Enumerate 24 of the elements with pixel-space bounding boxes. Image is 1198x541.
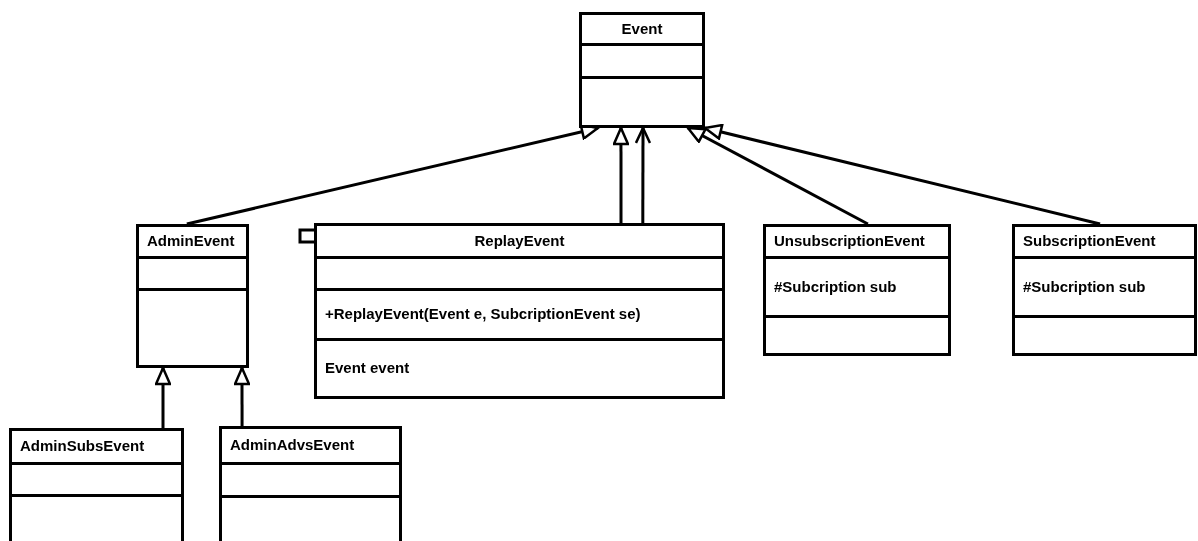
inheritance-arrow [154, 366, 172, 428]
class-box [579, 12, 705, 128]
class-box [136, 224, 249, 368]
class-box [314, 223, 725, 399]
inheritance-arrow [686, 126, 869, 226]
class-name: UnsubscriptionEvent [774, 231, 925, 252]
inheritance-arrow [233, 366, 251, 426]
inheritance-arrow [612, 126, 630, 223]
class-name: AdminAdvsEvent [230, 435, 355, 456]
class-box [9, 428, 184, 541]
class-box [219, 426, 402, 541]
class-member: #Subcription sub [1023, 276, 1146, 297]
class-member: Event event [325, 358, 410, 379]
class-name: SubscriptionEvent [1023, 231, 1156, 252]
class-name: AdminSubsEvent [20, 436, 145, 457]
class-name: ReplayEvent [474, 230, 565, 251]
class-box [1012, 224, 1197, 356]
class-name: Event [621, 18, 663, 39]
class-member: +ReplayEvent(Event e, SubcriptionEvent se) [325, 304, 641, 325]
inheritance-arrow [634, 126, 652, 223]
class-member: #Subcription sub [774, 276, 897, 297]
inheritance-arrow [703, 123, 1101, 226]
class-box [763, 224, 951, 356]
class-name: AdminEvent [147, 231, 235, 252]
